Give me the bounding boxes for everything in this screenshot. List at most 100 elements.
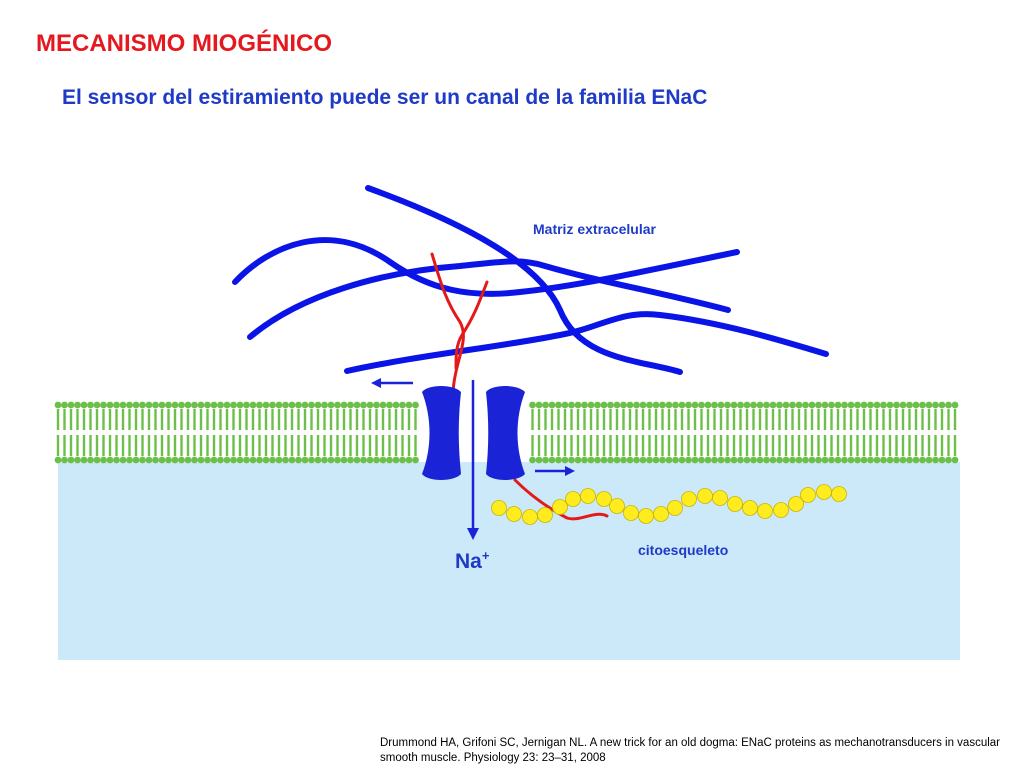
- lipid-head: [126, 456, 133, 464]
- lipid-head: [737, 401, 744, 409]
- cytoskeleton-label: citoesqueleto: [638, 542, 728, 558]
- lipid-head: [360, 456, 367, 464]
- lipid-head: [717, 401, 725, 409]
- lipid-head: [236, 401, 244, 409]
- lipid-head: [698, 401, 705, 409]
- cytoskeleton-bead: [773, 502, 789, 518]
- lipid-head: [542, 401, 549, 409]
- cytoskeleton-bead: [491, 500, 507, 516]
- sodium-ion-symbol: Na: [455, 550, 482, 573]
- lipid-head: [282, 401, 289, 409]
- lipid-head: [295, 401, 302, 409]
- lipid-head: [633, 456, 640, 464]
- lipid-head: [847, 456, 855, 464]
- lipid-head: [230, 401, 237, 409]
- lipid-head: [776, 456, 783, 464]
- lipid-head: [821, 456, 829, 464]
- lipid-head: [132, 456, 140, 464]
- lipid-head: [191, 401, 198, 409]
- lipid-head: [763, 456, 770, 464]
- lipid-head: [80, 401, 88, 409]
- lipid-head: [399, 456, 406, 464]
- lipid-head: [555, 456, 562, 464]
- lipid-head: [178, 401, 185, 409]
- cytoskeleton-bead: [552, 499, 568, 515]
- lipid-head: [574, 401, 582, 409]
- lipid-head: [893, 401, 900, 409]
- lipid-head: [158, 456, 166, 464]
- lipid-head: [184, 401, 192, 409]
- lipid-head: [600, 456, 608, 464]
- lipid-head: [600, 401, 608, 409]
- lipid-head: [191, 456, 198, 464]
- lipid-head: [639, 401, 647, 409]
- lipid-head: [399, 401, 406, 409]
- lipid-head: [93, 401, 101, 409]
- lipid-head: [139, 456, 146, 464]
- lipid-head: [678, 401, 686, 409]
- lipid-head: [165, 456, 172, 464]
- lipid-head: [386, 456, 393, 464]
- lipid-head: [847, 401, 855, 409]
- lipid-head: [795, 401, 803, 409]
- lipid-head: [210, 401, 218, 409]
- lipid-head: [750, 456, 757, 464]
- lipid-head: [321, 401, 328, 409]
- lipid-head: [860, 456, 868, 464]
- lipid-head: [711, 401, 718, 409]
- citation-line-2: smooth muscle. Physiology 23: 23–31, 200…: [380, 752, 606, 764]
- lipid-head: [243, 456, 250, 464]
- lipid-head: [568, 456, 575, 464]
- lipid-head: [815, 456, 822, 464]
- lipid-head: [301, 401, 309, 409]
- lipid-head: [808, 401, 816, 409]
- lipid-head: [782, 456, 790, 464]
- lipid-head: [873, 456, 881, 464]
- lipid-head: [275, 401, 283, 409]
- lipid-head: [529, 401, 536, 409]
- lipid-head: [61, 456, 68, 464]
- lipid-head: [730, 401, 738, 409]
- lipid-head: [288, 456, 296, 464]
- matrix-fiber: [247, 258, 731, 340]
- lipid-head: [763, 401, 770, 409]
- lipid-head: [639, 456, 647, 464]
- na-flow-arrowhead: [467, 528, 479, 540]
- lipid-head: [893, 456, 900, 464]
- sodium-ion-charge: +: [482, 548, 490, 563]
- lipid-head: [210, 456, 218, 464]
- lipid-head: [938, 401, 946, 409]
- lipid-head: [119, 456, 127, 464]
- lipid-head: [256, 456, 263, 464]
- lipid-head: [607, 401, 614, 409]
- lipid-head: [841, 401, 848, 409]
- lipid-head: [288, 401, 296, 409]
- enac-channel: [422, 386, 525, 480]
- lipid-head: [925, 456, 933, 464]
- lipid-head: [724, 401, 731, 409]
- cytoskeleton-bead: [831, 486, 847, 502]
- channel-subunit-right: [486, 386, 525, 480]
- lipid-head: [867, 456, 874, 464]
- lipid-head: [919, 456, 926, 464]
- lipid-head: [535, 401, 543, 409]
- lipid-head: [626, 401, 634, 409]
- lipid-head: [795, 456, 803, 464]
- lipid-head: [74, 456, 81, 464]
- lipid-head: [756, 401, 764, 409]
- cytoskeleton-bead: [609, 498, 625, 514]
- lipid-head: [789, 401, 796, 409]
- lipid-head: [548, 456, 556, 464]
- sodium-ion-label: Na+: [455, 548, 490, 573]
- lipid-head: [555, 401, 562, 409]
- lipid-head: [750, 401, 757, 409]
- lipid-head: [789, 456, 796, 464]
- lipid-head: [67, 401, 75, 409]
- lipid-head: [691, 401, 699, 409]
- lipid-head: [184, 456, 192, 464]
- lipid-head: [620, 401, 627, 409]
- lipid-head: [139, 401, 146, 409]
- lipid-head: [113, 456, 120, 464]
- lipid-head: [815, 401, 822, 409]
